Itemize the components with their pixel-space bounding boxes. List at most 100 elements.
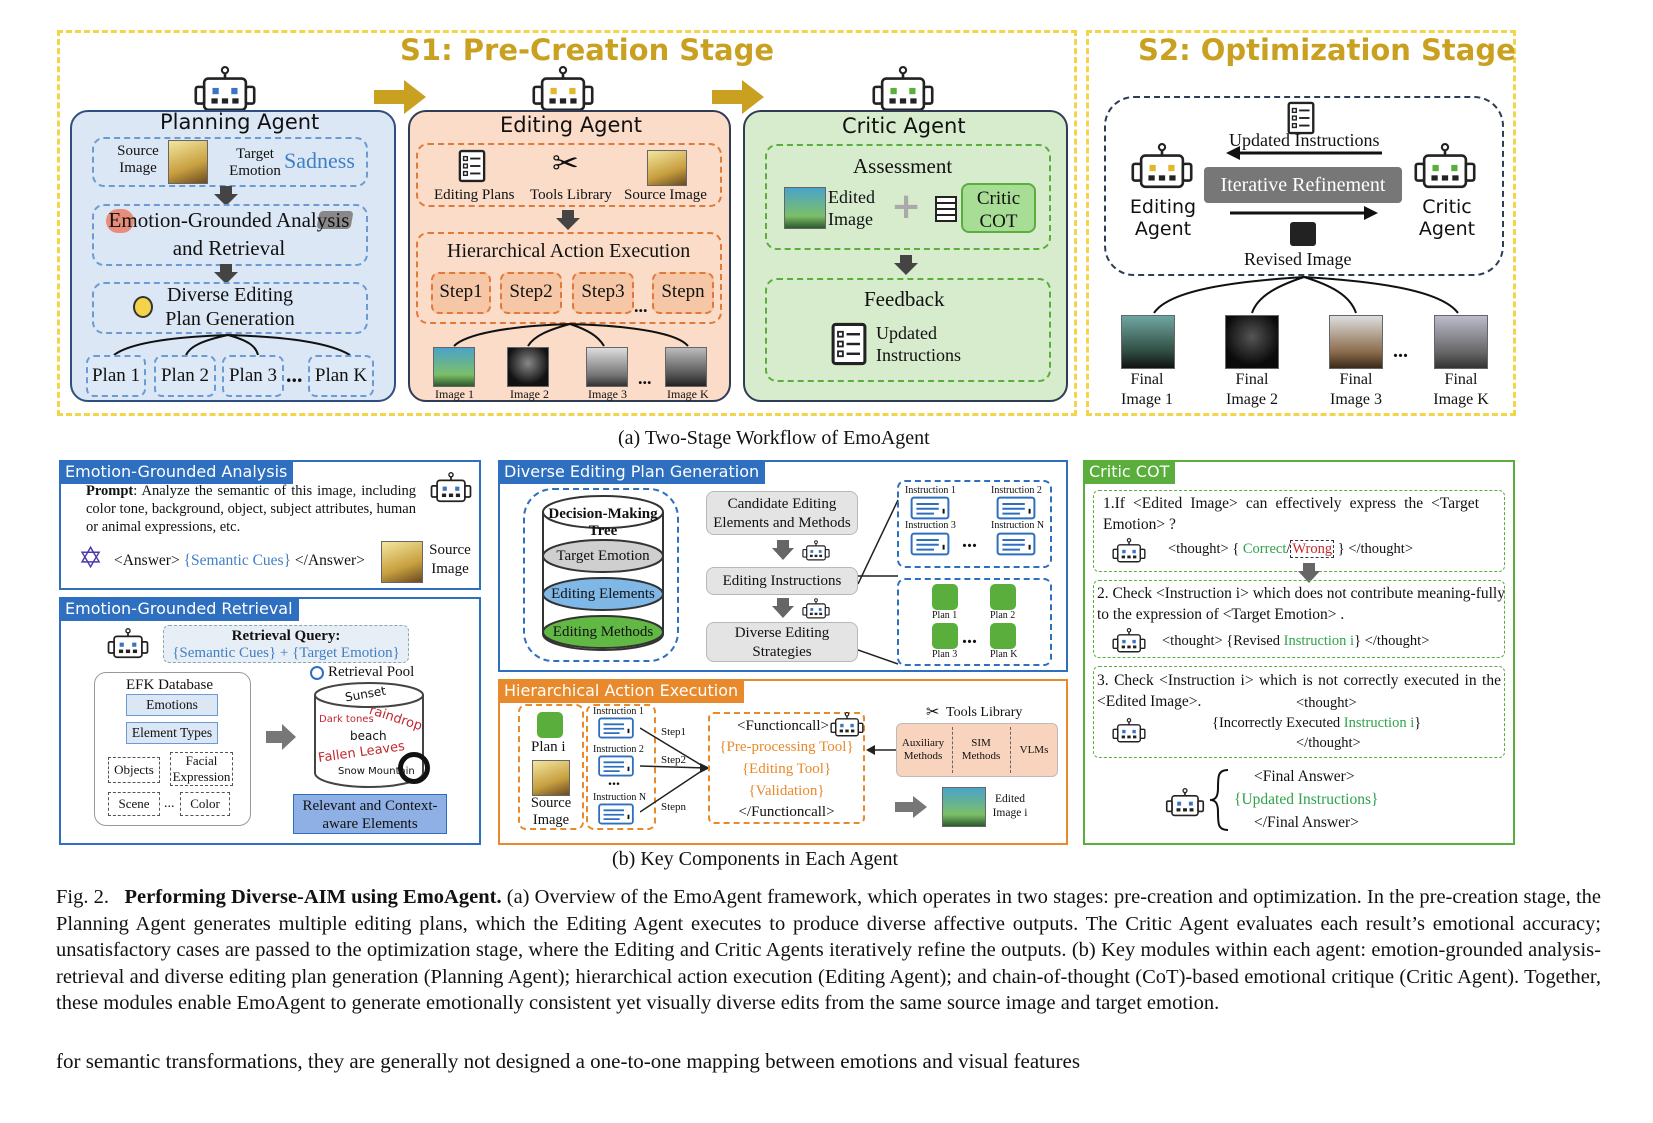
output-label: Image K [667,387,709,401]
output-label: Image 2 [510,387,549,401]
puzzle-icon [1290,222,1316,246]
source-image-thumb [647,150,687,186]
analysis-prompt: Prompt: Analyze the semantic of this ima… [86,482,416,536]
stage2-frame [1086,30,1516,416]
final-label: Final Image 2 [1226,371,1278,408]
final-branch-lines [1153,276,1459,314]
instructions-box: Editing Instructions [706,567,858,595]
thought-close: </thought> [1348,541,1414,557]
query-value: {Semantic Cues} + {Target Emotion} [172,645,400,661]
tree-layer: Target Emotion [556,548,650,564]
caption-a: (a) Two-Stage Workflow of EmoAgent [618,427,930,449]
editing-plans-label: Editing Plans [434,187,515,203]
tree-label: Decision-Making Tree [548,506,658,539]
source-image-thumb [532,760,570,796]
instr-label: Instruction N [593,792,647,803]
final-close: </Final Answer> [1254,814,1359,831]
plan-item: Plan K [308,355,374,397]
tree-layer: Editing Elements [551,586,655,602]
down-arrow-icon [772,598,794,618]
feedback-box [765,278,1051,382]
magnifier-icon [310,666,324,680]
emotions-box: Emotions [126,694,218,716]
down-arrow-icon [772,540,794,560]
final-thumb [1121,315,1175,369]
step-label: Step1 [661,726,687,738]
tree-frame [523,488,679,662]
figure-caption: Fig. 2. Performing Diverse-AIM using Emo… [56,884,1601,1017]
hier-panel [498,679,1068,845]
q3-text: 3. Check <Instruction i> which is not co… [1097,672,1501,710]
hier-header: Hierarchical Action Execution [498,679,745,703]
plan-branch-lines [113,334,351,356]
final-label: Final Image 3 [1330,371,1382,408]
plan-i-label: Plan i [531,739,566,755]
revised-label: {Revised [1226,633,1280,649]
robot-icon [830,712,864,738]
critic-agent-title: Critic Agent [842,114,966,138]
final-thumb [1434,315,1488,369]
plan-ellipsis: ... [286,362,303,387]
step-item: Step3 [572,272,634,314]
output-thumb [433,347,475,387]
plan-icon [537,712,563,738]
step-ellipsis: ... [634,296,648,316]
slash: / [1286,541,1291,557]
efk-box [94,672,251,826]
element-types-box: Element Types [126,722,218,744]
retrieval-header: Emotion-Grounded Retrieval [59,597,299,621]
instruction-i: Instruction i [1343,715,1415,731]
q3-thought-close: </thought> [1296,735,1361,751]
pool-word: beach [350,729,387,743]
down-arrow-icon [556,210,580,230]
tools-icon: ✂ [926,702,940,721]
retrieval-pool-cylinder [314,682,424,788]
instr-dots: ... [608,772,620,789]
retrieval-pool-label: Retrieval Pool [328,664,415,680]
caption-b: (b) Key Components in Each Agent [612,848,899,870]
plan-gen-panel [498,460,1068,672]
output-thumb [586,347,628,387]
candidate-box: Candidate Editing Elements and Methods [706,491,858,535]
func-pre: {Pre-processing Tool} [719,739,854,755]
answer-open: <Answer> [114,552,180,569]
step-label: Stepn [661,801,687,813]
stage1-title: S1: Pre-Creation Stage [400,33,775,67]
assessment-box [765,144,1051,250]
instructions-group [897,480,1052,568]
brace-icon [1209,769,1229,831]
planning-robot-icon [193,66,257,114]
final-updated: {Updated Instructions} [1234,791,1379,808]
final-open: <Final Answer> [1254,768,1355,785]
final-thumb [1225,315,1279,369]
plan-icon [990,584,1016,610]
right-arrow-icon [1230,206,1378,220]
relevant-box: Relevant and Context-aware Elements [293,794,447,834]
down-arrow-icon [1298,563,1320,583]
down-arrow-icon [894,255,918,275]
thought-open: <thought> [1162,633,1223,649]
connector-lines [858,499,899,665]
fig-number: Fig. 2. [56,886,110,908]
instr-label: Instruction 2 [593,744,644,755]
prompt-label: Prompt [86,483,134,499]
right-arrow-icon [266,724,296,750]
cutoff-text: for semantic transformations, they are g… [56,1049,1080,1073]
hierarchical-box [416,232,722,324]
generation-box [92,282,368,334]
robot-icon [1112,628,1146,654]
plan-label: Plan 1 [932,610,958,621]
retrieval-query-box: Retrieval Query:{Semantic Cues} + {Targe… [163,625,409,663]
updated-instructions-label: Updated Instructions [876,323,961,365]
right-arrow-icon [895,796,927,818]
pool-word: Dark tones [319,714,374,725]
plan-icon [932,623,958,649]
q3-thought: {Incorrectly Executed Instruction i} [1212,715,1422,731]
updated-instructions-label: Updated Instructions [1229,130,1380,150]
incorrect-label: {Incorrectly Executed [1212,715,1341,731]
plan-source-box [518,704,584,830]
checklist-icon [830,322,868,366]
stage2-title: S2: Optimization Stage [1138,33,1516,67]
robot-icon [802,540,830,562]
tool-item: Auxiliary Methods [901,737,945,762]
